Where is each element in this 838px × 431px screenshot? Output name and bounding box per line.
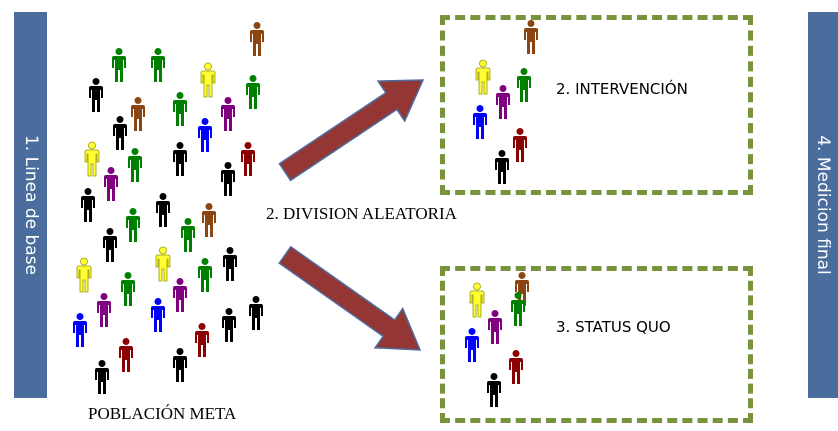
arrow-to-intervention [278,79,425,182]
person-icon [511,292,525,326]
person-icon [84,141,100,177]
person-icon [200,62,216,98]
person-icon [173,278,187,312]
status-quo-label: 3. STATUS QUO [556,318,671,336]
person-icon [487,373,501,407]
person-icon [151,48,165,82]
person-icon [97,293,111,327]
person-icon [469,282,485,318]
person-icon [173,92,187,126]
person-icon [89,78,103,112]
person-icon [509,350,523,384]
person-icon [475,59,491,95]
person-icon [246,75,260,109]
person-icon [131,97,145,131]
person-icon [173,142,187,176]
intervention-label: 2. INTERVENCIÓN [556,80,688,98]
person-icon [81,188,95,222]
person-icon [496,85,510,119]
people [73,20,538,407]
person-icon [488,310,502,344]
person-icon [221,162,235,196]
person-icon [195,323,209,357]
person-icon [241,142,255,176]
person-icon [103,228,117,262]
person-icon [515,272,529,306]
final-measurement-bar: 4. Medicion final [808,12,838,398]
person-icon [513,128,527,162]
person-icon [198,258,212,292]
person-icon [95,360,109,394]
person-icon [73,313,87,347]
status-quo-box [440,266,753,423]
arrows [278,79,425,351]
person-icon [121,272,135,306]
person-icon [173,348,187,382]
person-icon [156,193,170,227]
division-label: 2. DIVISION ALEATORIA [266,204,457,223]
person-icon [151,298,165,332]
person-icon [76,257,92,293]
person-icon [465,328,479,362]
person-icon [198,118,212,152]
population-label: POBLACIÓN META [88,404,237,423]
person-icon [181,218,195,252]
person-icon [495,150,509,184]
person-icon [221,97,235,131]
arrow-to-status-quo [278,245,422,351]
person-icon [223,247,237,281]
person-icon [202,203,216,237]
person-icon [113,116,127,150]
person-icon [222,308,236,342]
person-icon [128,148,142,182]
person-icon [250,22,264,56]
person-icon [112,48,126,82]
intervention-box [440,15,753,195]
person-icon [126,208,140,242]
baseline-bar: 1. Linea de base [14,12,47,398]
person-icon [473,105,487,139]
person-icon [155,246,171,282]
person-icon [249,296,263,330]
person-icon [517,68,531,102]
person-icon [119,338,133,372]
person-icon [104,167,118,201]
person-icon [524,20,538,54]
